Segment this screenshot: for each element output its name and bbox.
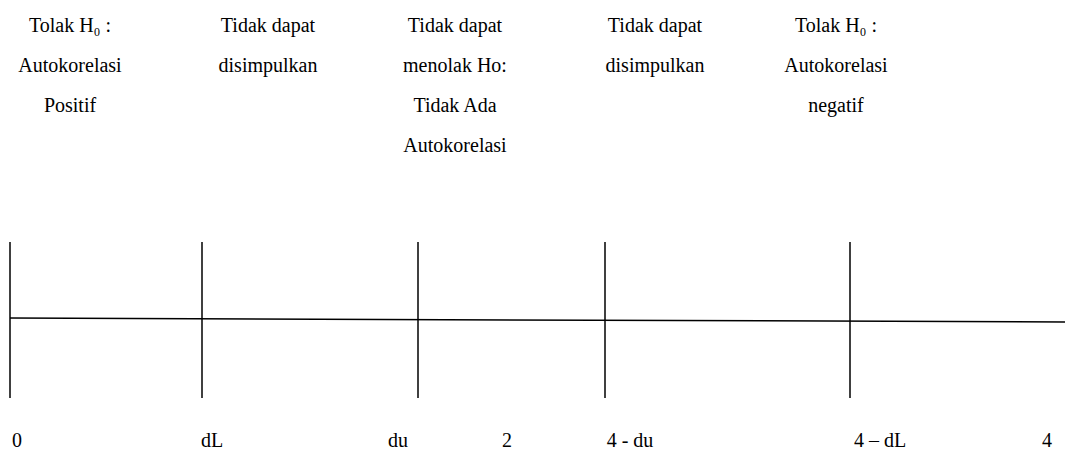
axis-value: 4 bbox=[1042, 428, 1052, 452]
boundary-tick bbox=[9, 242, 11, 398]
axis-value: 2 bbox=[502, 428, 512, 452]
region-text: Tidak dapat disimpulkan bbox=[204, 5, 332, 85]
region-text: Tolak H₀ : Autokorelasi Positif bbox=[6, 5, 134, 125]
region-text: Tidak dapat disimpulkan bbox=[591, 5, 719, 85]
axis-line bbox=[10, 318, 1065, 322]
axis-value: 4 - du bbox=[607, 428, 654, 452]
boundary-tick bbox=[849, 242, 851, 398]
boundary-tick bbox=[201, 242, 203, 398]
boundary-tick bbox=[604, 242, 606, 398]
region-text: Tolak H₀ : Autokorelasi negatif bbox=[772, 5, 900, 125]
region-text: Tidak dapat menolak Ho: Tidak Ada Autoko… bbox=[391, 5, 519, 165]
axis-value: du bbox=[388, 428, 408, 452]
axis-value: 0 bbox=[12, 428, 22, 452]
axis-value: dL bbox=[201, 428, 223, 452]
boundary-tick bbox=[417, 242, 419, 398]
axis-value: 4 – dL bbox=[854, 428, 906, 452]
